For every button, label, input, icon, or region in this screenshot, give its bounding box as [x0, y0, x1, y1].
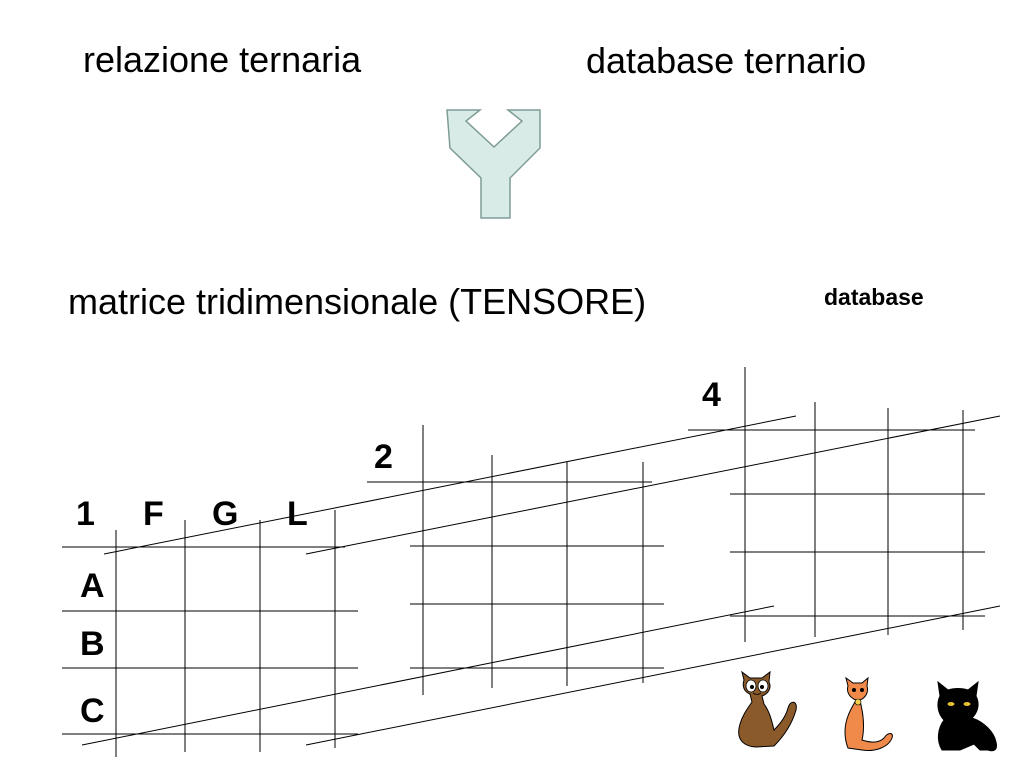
- perspective-lines: [81, 415, 1001, 746]
- heading-matrice-tensore: matrice tridimensionale (TENSORE): [68, 281, 647, 322]
- column-header: F: [143, 495, 164, 533]
- brown-cat-icon: [738, 670, 797, 748]
- slice-index-back: 4: [702, 376, 721, 414]
- row-header: C: [80, 692, 105, 730]
- column-header: L: [287, 495, 308, 533]
- back-slice-grid: [688, 367, 985, 642]
- split-arrow-icon: [446, 109, 541, 219]
- heading-database-ternario: database ternario: [586, 40, 867, 81]
- row-header: B: [80, 625, 105, 663]
- row-header: A: [80, 567, 105, 605]
- front-slice-grid: [62, 510, 358, 757]
- black-cat-icon: [937, 680, 997, 752]
- orange-cat-icon: [844, 676, 893, 751]
- middle-slice-grid: [367, 425, 664, 695]
- label-database: database: [824, 284, 924, 310]
- column-header: G: [212, 495, 239, 533]
- slice-index-middle: 2: [374, 438, 393, 476]
- slice-index-front: 1: [76, 495, 95, 533]
- heading-relazione-ternaria: relazione ternaria: [83, 39, 362, 80]
